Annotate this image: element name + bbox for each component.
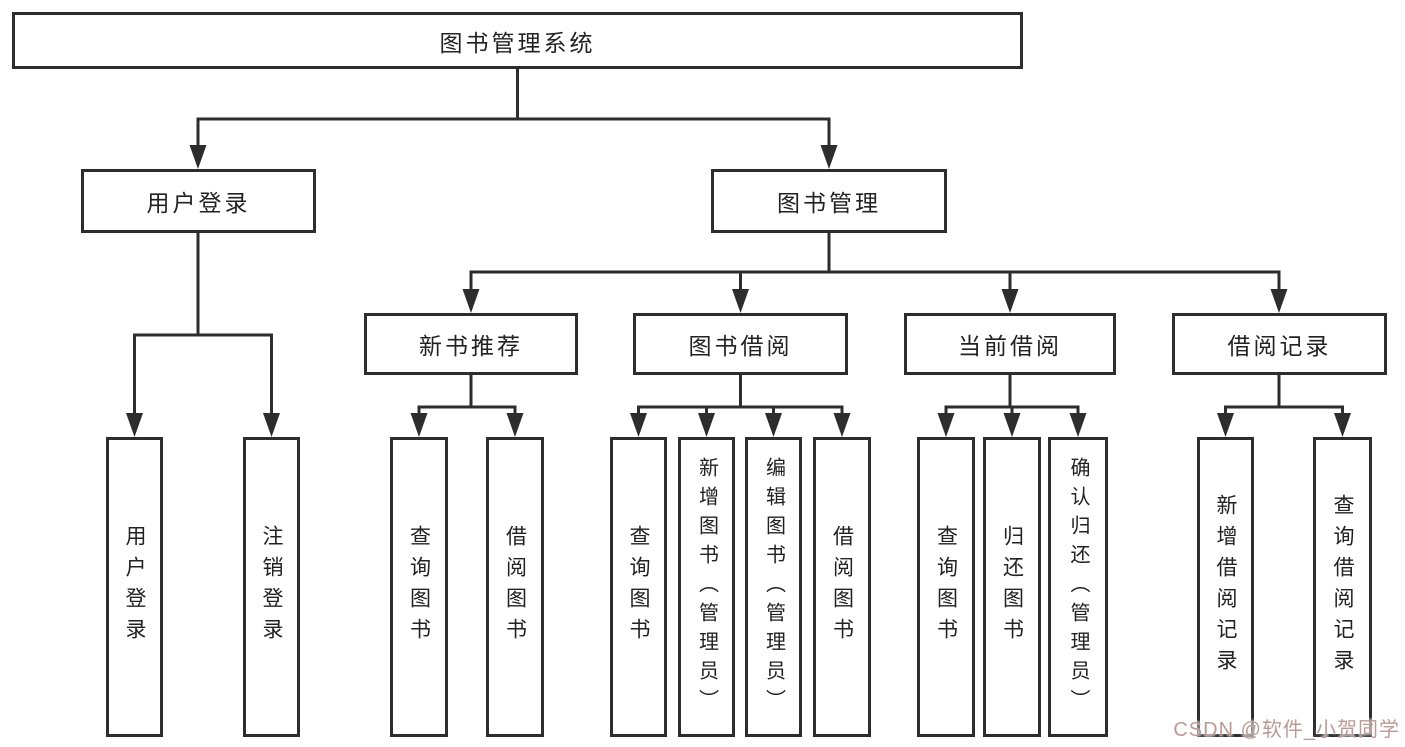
node-book-management: 图书管理 [711, 169, 947, 233]
node-borrow-records: 借阅记录 [1172, 313, 1387, 375]
leaf-add-book-admin: 新增图书（管理员） [678, 437, 735, 737]
leaf-query-books-recommend: 查询图书 [390, 437, 448, 737]
leaf-user-login: 用户登录 [106, 437, 163, 737]
leaf-query-books-borrow: 查询图书 [610, 437, 667, 737]
connector-root-to-level2 [196, 68, 831, 148]
node-user-login-label: 用户登录 [146, 190, 251, 216]
leaf-logout-label: 注销登录 [260, 525, 283, 649]
node-book-management-label: 图书管理 [777, 190, 881, 216]
node-new-book-recommend: 新书推荐 [364, 313, 578, 375]
leaf-borrow-books-recommend: 借阅图书 [486, 437, 544, 737]
leaf-user-login-label: 用户登录 [123, 525, 146, 649]
node-book-borrow: 图书借阅 [633, 313, 848, 375]
connector-book-management-children [469, 233, 1281, 291]
leaf-query-books-recommend-label: 查询图书 [407, 525, 431, 649]
leaf-return-book-label: 归还图书 [1000, 525, 1024, 649]
leaf-query-books-current-label: 查询图书 [934, 525, 958, 649]
node-user-login: 用户登录 [81, 169, 316, 233]
leaf-query-borrow-record-label: 查询借阅记录 [1331, 494, 1354, 680]
arrowheads [126, 145, 1351, 437]
connector-current-borrow-children [944, 375, 1080, 415]
leaf-query-books-current: 查询图书 [917, 437, 975, 737]
leaf-return-book: 归还图书 [983, 437, 1041, 737]
leaf-confirm-return-admin-label: 确认归还（管理员） [1067, 456, 1089, 718]
leaf-edit-book-admin-label: 编辑图书（管理员） [762, 456, 785, 718]
node-book-borrow-label: 图书借阅 [688, 333, 793, 359]
leaf-add-book-admin-label: 新增图书（管理员） [695, 456, 718, 718]
connector-new-book-recommend-children [417, 375, 517, 415]
leaf-add-borrow-record-label: 新增借阅记录 [1214, 494, 1237, 680]
leaf-borrow-books-recommend-label: 借阅图书 [503, 525, 527, 649]
csdn-watermark: CSDN @软件_小贺同学 [1173, 719, 1400, 741]
leaf-query-borrow-record: 查询借阅记录 [1313, 437, 1372, 737]
node-current-borrow: 当前借阅 [904, 313, 1116, 375]
connector-user-login-children [133, 233, 273, 415]
leaf-edit-book-admin: 编辑图书（管理员） [745, 437, 802, 737]
connector-borrow-records-children [1224, 375, 1344, 415]
node-current-borrow-label: 当前借阅 [958, 333, 1062, 359]
node-new-book-recommend-label: 新书推荐 [419, 333, 523, 359]
leaf-add-borrow-record: 新增借阅记录 [1197, 437, 1254, 737]
leaf-query-books-borrow-label: 查询图书 [627, 525, 650, 649]
leaf-borrow-books-label: 借阅图书 [830, 525, 854, 649]
leaf-borrow-books: 借阅图书 [813, 437, 871, 737]
node-borrow-records-label: 借阅记录 [1227, 333, 1332, 359]
connector-book-borrow-children [637, 375, 844, 415]
node-root-label: 图书管理系统 [439, 29, 596, 56]
leaf-confirm-return-admin: 确认归还（管理员） [1048, 437, 1108, 737]
node-root: 图书管理系统 [12, 12, 1023, 69]
leaf-logout: 注销登录 [243, 437, 300, 737]
